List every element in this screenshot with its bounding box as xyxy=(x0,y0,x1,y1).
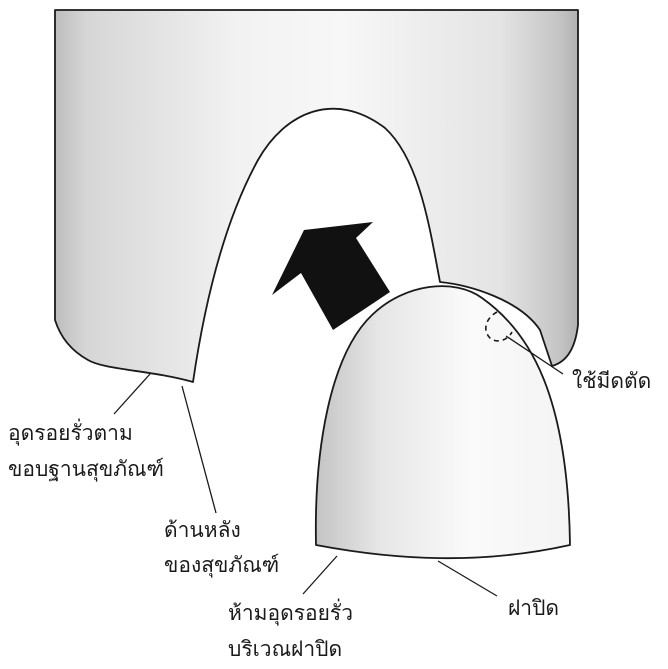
label-back-2: ของสุขภัณฑ์ xyxy=(164,553,279,578)
label-no-seal-1: ห้ามอุดรอยรั่ว xyxy=(228,598,353,626)
arrow-up-left-icon xyxy=(272,222,390,330)
toilet-base xyxy=(54,9,579,383)
label-cap: ฝาปิด xyxy=(508,596,559,620)
leader-back xyxy=(181,385,217,514)
label-seal-base-2: ขอบฐานสุขภัณฑ์ xyxy=(8,457,164,482)
label-cut-with-knife: ใช้มีดตัด xyxy=(572,369,651,393)
dashed-cut-mark xyxy=(485,311,513,342)
cap-shape xyxy=(314,285,571,560)
label-back-1: ด้านหลัง xyxy=(164,518,241,542)
leader-cut xyxy=(505,335,564,375)
leader-cap xyxy=(437,560,498,597)
label-no-seal-2: บริเวณฝาปิด xyxy=(228,637,342,661)
leader-seal-base xyxy=(113,373,151,415)
label-seal-base-1: อุดรอยรั่วตาม xyxy=(8,418,133,446)
leader-no-seal xyxy=(302,555,338,595)
